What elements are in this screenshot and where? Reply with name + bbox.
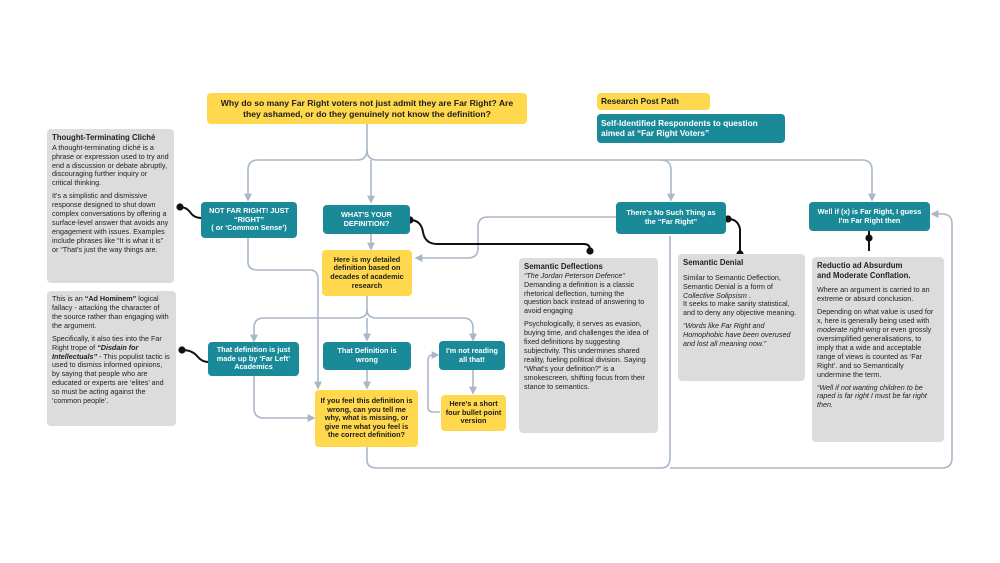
connector-notfar-to-ifwrong — [247, 238, 322, 390]
legend-respondents: Self-Identified Respondents to question … — [597, 114, 785, 143]
connector-detailed-split — [250, 296, 368, 343]
note-subtitle: “The Jordan Peterson Defence” — [524, 270, 625, 280]
connector-madeup-to-ifwrong — [253, 376, 316, 422]
note-paragraph: A thought-terminating cliché is a phrase… — [52, 142, 169, 188]
connector-to-nosuch — [660, 159, 675, 202]
note-paragraph: This is an “Ad Hominem” logical fallacy … — [52, 294, 169, 330]
pointer-nosuch-denial — [727, 218, 741, 254]
connector-nosuch-to-detailed — [414, 216, 616, 262]
note-quote: “Well if not wanting children to be rape… — [817, 382, 927, 410]
legend-research-path: Research Post Path — [597, 93, 710, 110]
response-definition-wrong: That Definition is wrong — [323, 342, 411, 370]
connector-detailed-split-right — [366, 309, 477, 342]
note-paragraph: Depending on what value is used for x, h… — [817, 307, 934, 379]
note-paragraph: Demanding a definition is a classic rhet… — [524, 279, 645, 316]
response-made-up-far-left: That definition is just made up by ‘Far … — [208, 342, 299, 376]
pointer-whats-deflection — [409, 219, 591, 251]
note-title: Thought-Terminating Cliché — [52, 133, 156, 142]
note-title: Semantic Deflections — [524, 262, 603, 271]
note-semantic-deflections: Semantic Deflections “The Jordan Peterso… — [519, 258, 658, 433]
connector-short-loop — [427, 351, 440, 413]
note-paragraph: Psychologically, it serves as evasion, b… — [524, 319, 649, 391]
note-semantic-denial: Semantic Denial Similar to Semantic Defl… — [678, 254, 805, 381]
note-paragraph: Where an argument is carried to an extre… — [817, 285, 930, 304]
note-quote: “Words like Far Right and Homophobic hav… — [683, 321, 791, 349]
note-paragraph: It's a simplistic and dismissive respons… — [52, 191, 169, 254]
connector-bottom-loop-nosuch — [366, 236, 671, 469]
response-not-far-right: NOT FAR RIGHT! JUST “RIGHT” ( or ‘Common… — [201, 202, 297, 238]
note-ad-hominem: This is an “Ad Hominem” logical fallacy … — [47, 291, 176, 426]
reply-short-version: Here's a short four bullet point version — [441, 395, 506, 431]
note-reductio-ad-absurdum: Reductio ad Absurdum and Moderate Confla… — [812, 257, 944, 442]
reply-if-definition-wrong: If you feel this definition is wrong, ca… — [315, 390, 418, 447]
main-question: Why do so many Far Right voters not just… — [207, 93, 527, 124]
response-not-reading: I'm not reading all that! — [439, 341, 505, 370]
pointer-madeup-adhominem — [181, 349, 209, 363]
response-no-such-thing: There's No Such Thing as the “Far Right” — [616, 202, 726, 234]
response-well-if-far-right: Well if (x) is Far Right, I guess I'm Fa… — [809, 202, 930, 231]
note-thought-terminating-cliche: Thought-Terminating Cliché A thought-ter… — [47, 129, 174, 283]
note-paragraph: Similar to Semantic Deflection, Semantic… — [683, 272, 797, 318]
connector-bottom-loop-wellif — [670, 210, 953, 469]
connector-question-trunk — [244, 124, 368, 202]
reply-detailed-definition: Here is my detailed definition based on … — [322, 250, 412, 296]
connector-question-bus — [366, 149, 876, 202]
note-title: Reductio ad Absurdum and Moderate Confla… — [817, 261, 911, 280]
response-whats-your-definition: WHAT'S YOUR DEFINITION? — [323, 205, 410, 234]
note-title: Semantic Denial — [683, 258, 744, 267]
note-paragraph: Specifically, it also ties into the Far … — [52, 333, 170, 406]
